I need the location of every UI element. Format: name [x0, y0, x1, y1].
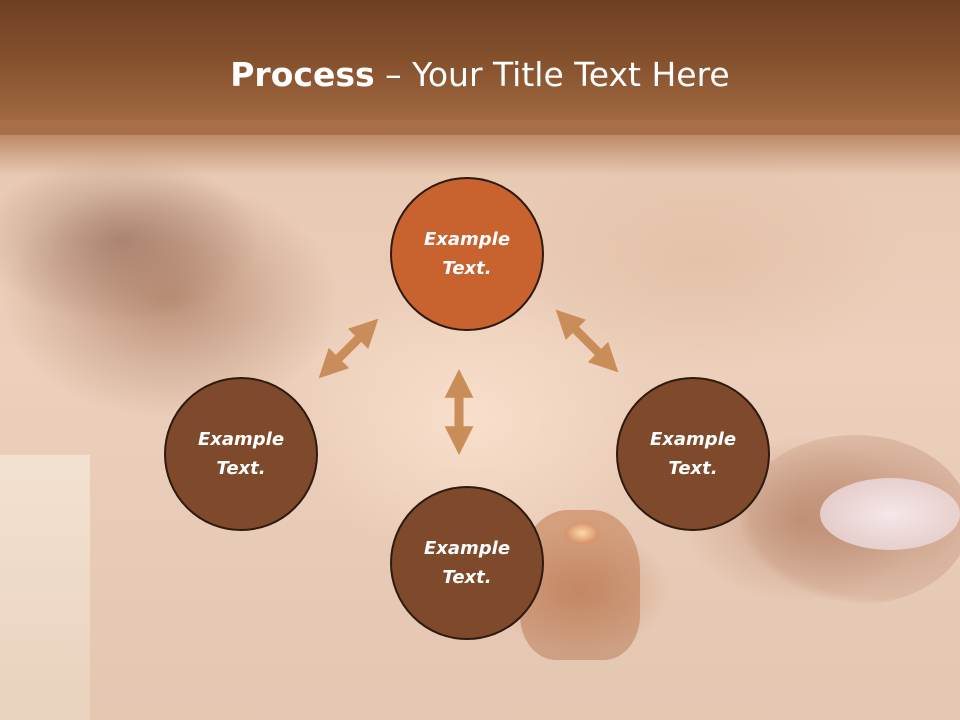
process-node-left[interactable]: Example Text. — [164, 377, 318, 531]
background-candle-flame — [565, 522, 599, 544]
background-cream-jar — [820, 478, 960, 550]
slide-title[interactable]: Process – Your Title Text Here — [0, 54, 960, 96]
process-node-right[interactable]: Example Text. — [616, 377, 770, 531]
slide-title-rest: – Your Title Text Here — [374, 55, 730, 94]
process-node-bottom[interactable]: Example Text. — [390, 486, 544, 640]
arrow-top-right — [555, 309, 619, 373]
process-node-left-text: Example Text. — [197, 429, 285, 479]
slide-title-bold: Process — [230, 55, 375, 94]
background-towel — [0, 455, 90, 720]
title-band — [0, 0, 960, 135]
process-node-top[interactable]: Example Text. — [390, 177, 544, 331]
process-node-top-text: Example Text. — [423, 229, 511, 279]
arrow-top-left — [318, 318, 379, 379]
process-node-right-text: Example Text. — [649, 429, 737, 479]
title-band-fade — [0, 120, 960, 175]
process-node-bottom-text: Example Text. — [423, 538, 511, 588]
